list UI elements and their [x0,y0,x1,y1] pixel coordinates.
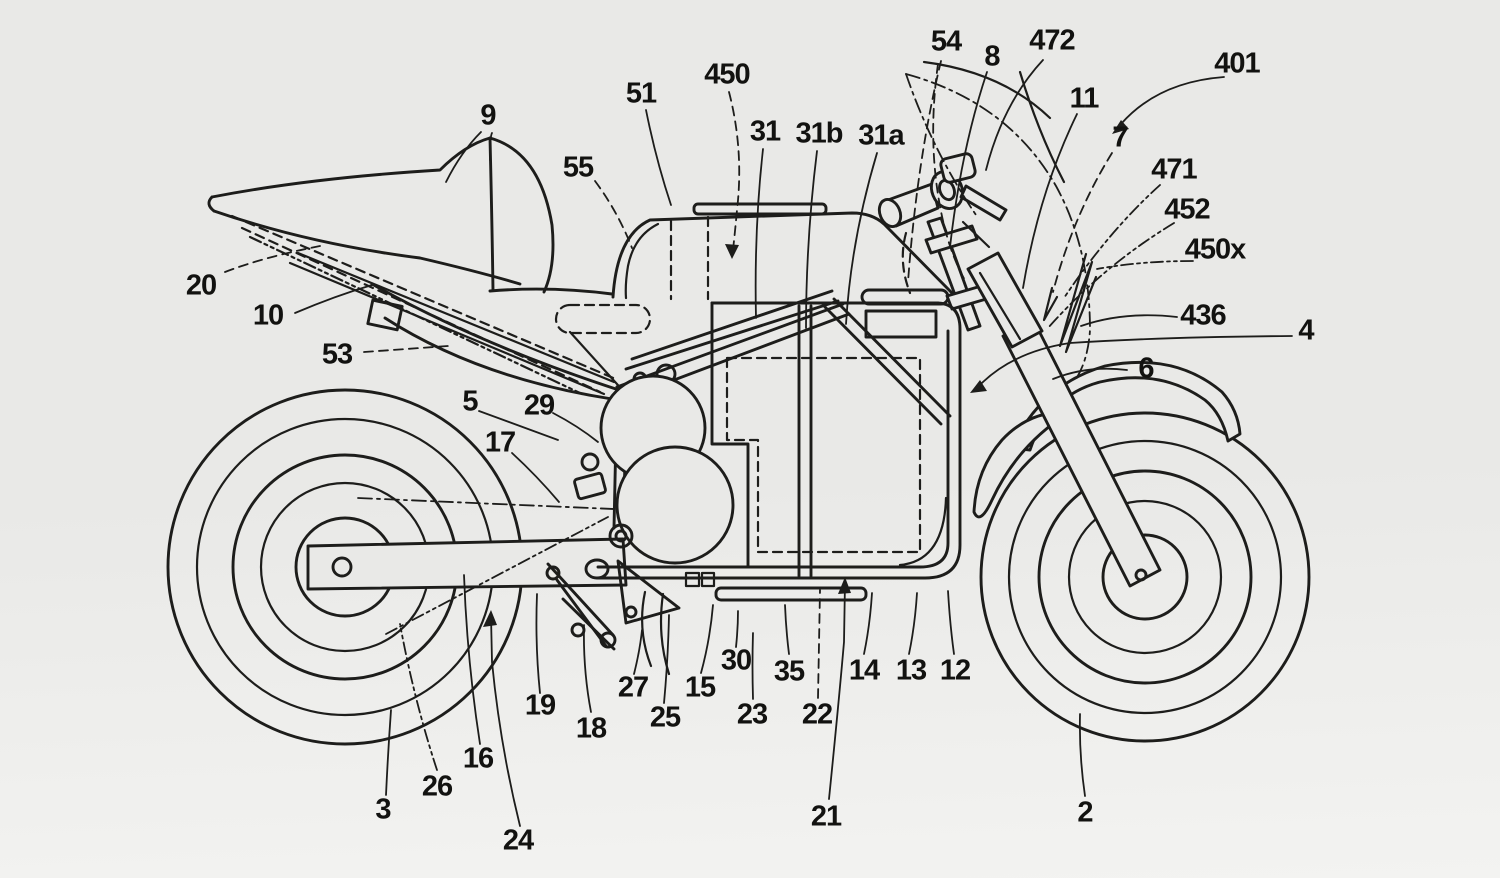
ref-label-55: 55 [562,151,594,184]
ref-label-450: 450 [704,58,750,91]
ref-label-13: 13 [895,654,927,687]
leader-lines [224,59,1293,827]
ref-label-9: 9 [480,99,496,132]
ref-label-5: 5 [462,385,478,418]
ref-label-18: 18 [575,712,607,745]
ref-label-12: 12 [939,654,971,687]
ref-label-16: 16 [462,742,494,775]
shock-coil [1058,252,1098,354]
ref-label-54: 54 [930,25,962,58]
ref-label-4: 4 [1298,314,1314,347]
motor [573,374,735,565]
ref-label-21: 21 [810,800,842,833]
ref-label-17: 17 [484,426,516,459]
ref-label-25: 25 [649,701,681,734]
ref-label-30: 30 [720,644,752,677]
ref-label-26: 26 [421,770,453,803]
ref-label-3: 3 [375,793,391,826]
ref-label-51: 51 [625,77,657,110]
ref-label-7: 7 [1112,121,1128,154]
ref-label-31: 31 [749,115,781,148]
ref-label-2: 2 [1077,796,1093,829]
ref-label-15: 15 [684,671,716,704]
ref-label-450x: 450x [1184,233,1247,266]
tank-cover [611,202,954,301]
ref-label-24: 24 [502,824,534,857]
battery-case [596,301,962,602]
ref-label-29: 29 [523,389,555,422]
ref-label-10: 10 [252,299,284,332]
ref-label-8: 8 [984,40,1000,73]
ref-label-35: 35 [773,655,805,688]
ref-label-19: 19 [524,689,556,722]
ref-label-27: 27 [617,671,649,704]
ref-label-22: 22 [801,698,833,731]
ref-label-20: 20 [185,269,217,302]
front-fender [972,360,1242,519]
ref-label-14: 14 [848,654,880,687]
ref-label-436: 436 [1180,299,1226,332]
front-wheel [979,411,1311,743]
ref-label-6: 6 [1138,352,1154,385]
ref-label-11: 11 [1069,82,1100,115]
ref-label-23: 23 [736,698,768,731]
ref-label-471: 471 [1151,153,1197,186]
ref-label-31b: 31b [795,117,844,150]
ref-label-401: 401 [1214,47,1260,80]
ref-label-452: 452 [1164,193,1210,226]
front-fork [966,251,1162,588]
ref-label-53: 53 [321,338,353,371]
ref-label-472: 472 [1029,24,1075,57]
tail-cowl [207,136,687,405]
ref-label-31a: 31a [858,119,904,152]
